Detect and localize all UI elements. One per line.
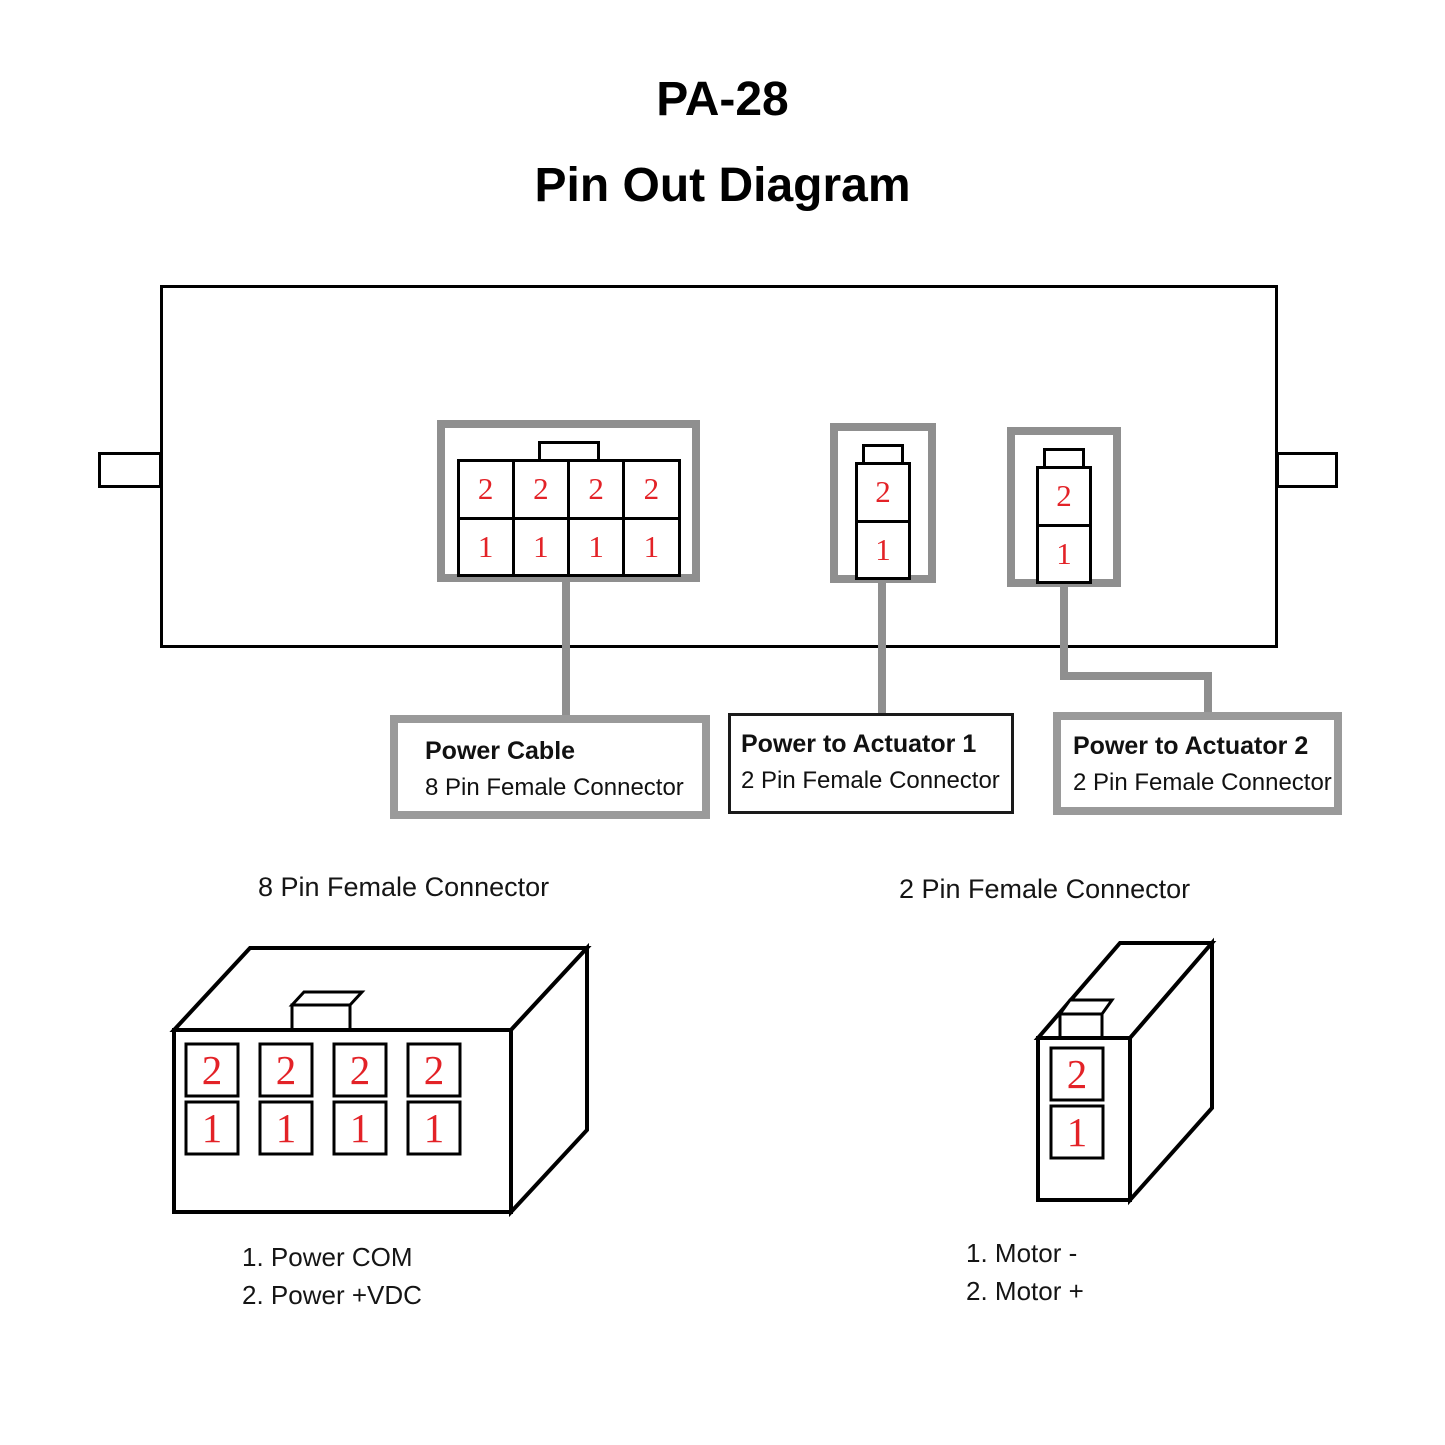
callout-power-cable: Power Cable 8 Pin Female Connector (390, 715, 710, 819)
connector-8pin-grid: 2 2 2 2 1 1 1 1 (456, 459, 681, 577)
pin-cell: 1 (1039, 526, 1089, 581)
pin-cell (406, 1042, 462, 1098)
detail-2pin-heading: 2 Pin Female Connector (899, 874, 1191, 904)
connector-8pin-3d: 2 2 2 2 1 1 1 1 (169, 942, 592, 1218)
callout-power-cable-title: Power Cable (425, 737, 576, 765)
connector-2pin-3d: 2 1 (1033, 937, 1217, 1206)
pin-cell: 2 (625, 462, 678, 517)
pin-number: 1 (202, 1105, 223, 1151)
detail-8pin-heading: 8 Pin Female Connector (258, 872, 550, 902)
callout-actuator-1: Power to Actuator 1 2 Pin Female Connect… (728, 713, 1014, 814)
legend-2pin-line2: 2. Motor + (966, 1276, 1084, 1306)
legend-8pin: 1. Power COM 2. Power +VDC (242, 1238, 422, 1314)
pin-cell: 1 (514, 519, 567, 574)
pin-number: 1 (276, 1105, 297, 1151)
connector-2pin-b-grid: 2 1 (1036, 466, 1092, 584)
pin-cell (406, 1100, 462, 1156)
pin-cell: 1 (570, 519, 623, 574)
pin-number: 1 (424, 1105, 445, 1151)
page-title-line2: Pin Out Diagram (534, 159, 911, 212)
connector-2pin-a-tab (862, 444, 904, 462)
legend-8pin-line1: 1. Power COM (242, 1242, 413, 1272)
connector-8pin-top-view: 2 2 2 2 1 1 1 1 (437, 420, 700, 582)
legend-2pin-line1: 1. Motor - (966, 1238, 1078, 1268)
pin-cell (332, 1100, 388, 1156)
callout-power-cable-subtitle: 8 Pin Female Connector (425, 774, 684, 801)
pin-cell: 2 (858, 465, 908, 520)
pin-cell: 2 (1039, 469, 1089, 524)
connector-2pin-3d-tab-top (1057, 998, 1115, 1016)
callout-actuator-1-subtitle: 2 Pin Female Connector (741, 767, 1000, 794)
pin-cell (332, 1042, 388, 1098)
pin-number: 2 (1067, 1051, 1088, 1097)
pin-cell: 2 (570, 462, 623, 517)
callout-actuator-2-title: Power to Actuator 2 (1073, 732, 1309, 760)
pin-number: 2 (350, 1047, 371, 1093)
pin-cell (258, 1100, 314, 1156)
connector-8pin-tab (537, 441, 600, 459)
connector-2pin-a-top-view: 2 1 (830, 423, 936, 583)
leader-line-actuator-2-seg2 (1060, 672, 1212, 680)
pin-cell: 2 (514, 462, 567, 517)
pin-cell (258, 1042, 314, 1098)
leader-line-actuator-2-seg1 (1060, 584, 1068, 680)
pin-cell (1049, 1104, 1105, 1160)
connector-8pin-3d-tab-front (290, 1003, 352, 1032)
callout-actuator-1-title: Power to Actuator 1 (741, 730, 977, 758)
pin-cell: 1 (459, 519, 512, 574)
connector-2pin-a-grid: 2 1 (855, 462, 911, 580)
connector-2pin-b-top-view: 2 1 (1007, 427, 1121, 587)
legend-8pin-line2: 2. Power +VDC (242, 1280, 422, 1310)
pin-number: 2 (202, 1047, 223, 1093)
connector-8pin-3d-tab-top (288, 990, 366, 1007)
right-mount-tab (1276, 452, 1338, 488)
leader-line-power-cable (562, 578, 570, 715)
pin-cell: 1 (858, 522, 908, 577)
callout-actuator-2-subtitle: 2 Pin Female Connector (1073, 769, 1332, 796)
left-mount-tab (98, 452, 162, 488)
pin-cell: 1 (625, 519, 678, 574)
callout-actuator-2: Power to Actuator 2 2 Pin Female Connect… (1053, 712, 1342, 815)
leader-line-actuator-2-seg3 (1204, 672, 1212, 715)
connector-2pin-b-tab (1043, 448, 1085, 466)
pin-number: 2 (276, 1047, 297, 1093)
legend-2pin: 1. Motor - 2. Motor + (966, 1234, 1084, 1310)
leader-line-actuator-1 (878, 580, 886, 715)
page-title-line1: PA-28 (656, 73, 789, 126)
pin-cell (184, 1042, 240, 1098)
pin-number: 1 (350, 1105, 371, 1151)
pin-cell (184, 1100, 240, 1156)
pin-cell: 2 (459, 462, 512, 517)
pin-number: 2 (424, 1047, 445, 1093)
pin-number: 1 (1067, 1109, 1088, 1155)
connector-2pin-3d-tab-front (1058, 1012, 1104, 1040)
pin-cell (1049, 1046, 1105, 1102)
